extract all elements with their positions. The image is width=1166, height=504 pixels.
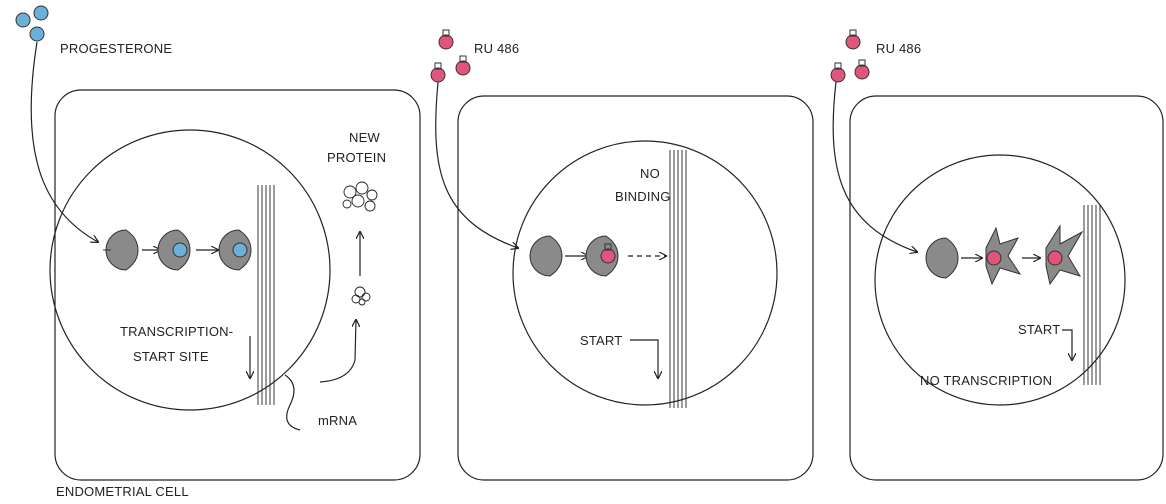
progesterone-molecules bbox=[15, 5, 49, 42]
nucleus-outline-2 bbox=[512, 140, 778, 406]
nucleus-outline-3 bbox=[874, 154, 1126, 406]
ru486-label-2: RU 486 bbox=[876, 41, 921, 56]
entry-arrow bbox=[30, 41, 98, 242]
ru486-bound-3b bbox=[1047, 250, 1063, 266]
mrna-arrow bbox=[319, 320, 356, 383]
receptor-distorted-2 bbox=[1045, 224, 1084, 286]
dna-strands bbox=[257, 185, 275, 405]
receptor-distorted-1 bbox=[985, 226, 1022, 286]
receptor-empty-3 bbox=[925, 237, 959, 279]
no-binding-label-line1: NO bbox=[640, 166, 660, 181]
no-binding-label-line2: BINDING bbox=[615, 189, 671, 204]
endometrial-cell-outline bbox=[54, 89, 421, 481]
dna-strands-2 bbox=[669, 150, 687, 408]
tss-label-line1: TRANSCRIPTION- bbox=[120, 324, 233, 339]
ribosome-icon bbox=[351, 286, 371, 306]
tss-label-line2: START SITE bbox=[133, 349, 209, 364]
mrna-label: mRNA bbox=[318, 413, 357, 428]
start-label-3: START bbox=[1018, 322, 1060, 337]
nucleus-outline bbox=[49, 129, 331, 411]
receptor-empty-2 bbox=[529, 235, 563, 277]
no-transcription-label: NO TRANSCRIPTION bbox=[920, 373, 1052, 388]
progesterone-bound-2 bbox=[232, 242, 248, 258]
ru486-bound bbox=[600, 248, 616, 264]
ru486-molecules bbox=[430, 29, 471, 83]
receptor-empty bbox=[105, 229, 139, 271]
cell-outline-3 bbox=[849, 95, 1164, 481]
dna-strands-3 bbox=[1083, 205, 1101, 385]
entry-arrow-3 bbox=[832, 81, 917, 252]
new-protein-label-line2: PROTEIN bbox=[327, 150, 386, 165]
progesterone-label: PROGESTERONE bbox=[60, 41, 172, 56]
new-protein-icon bbox=[342, 181, 378, 212]
mrna-strand-nucleus bbox=[284, 374, 301, 431]
endometrial-cell-caption: ENDOMETRIAL CELL bbox=[56, 484, 189, 499]
panel-ru486-no-binding: RU 486 NO BINDING START bbox=[430, 29, 814, 481]
ru486-bound-tag bbox=[604, 243, 612, 251]
panel-ru486-no-transcription: RU 486 START NO TRANSCRIPTION bbox=[830, 29, 1164, 481]
panel-progesterone: PROGESTERONE TRANSCRIPTION- START SITE bbox=[15, 5, 421, 481]
ru486-label-1: RU 486 bbox=[474, 41, 519, 56]
cell-outline-2 bbox=[457, 95, 814, 481]
ru486-bound-3a bbox=[986, 250, 1002, 266]
progesterone-bound-1 bbox=[172, 242, 188, 258]
start-arrow-3 bbox=[1062, 329, 1072, 360]
start-arrow-2 bbox=[630, 339, 658, 378]
start-label-2: START bbox=[580, 333, 622, 348]
entry-arrow-2 bbox=[435, 81, 518, 248]
ru486-molecules-3 bbox=[830, 29, 870, 83]
new-protein-label-line1: NEW bbox=[349, 130, 380, 145]
